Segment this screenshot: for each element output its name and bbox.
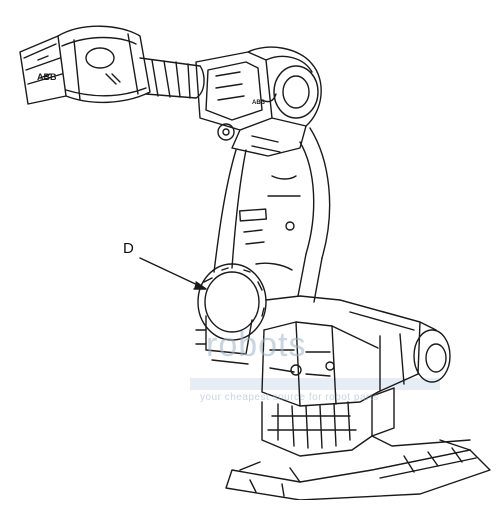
counterbalance [339,299,451,393]
base-plate [225,435,491,501]
upper-arm-housing: ABB [195,46,322,157]
callout-label-d: D [123,240,134,257]
axis-2-motor [195,263,267,365]
callout-leader [139,257,207,290]
svg-text:ABB: ABB [252,100,266,106]
watermark-stripe [190,378,440,390]
wrist-end [19,25,151,105]
lower-arm [213,127,331,303]
forearm-tube [139,57,205,99]
abb-logo: ABB [37,72,57,82]
pedestal [261,387,395,457]
